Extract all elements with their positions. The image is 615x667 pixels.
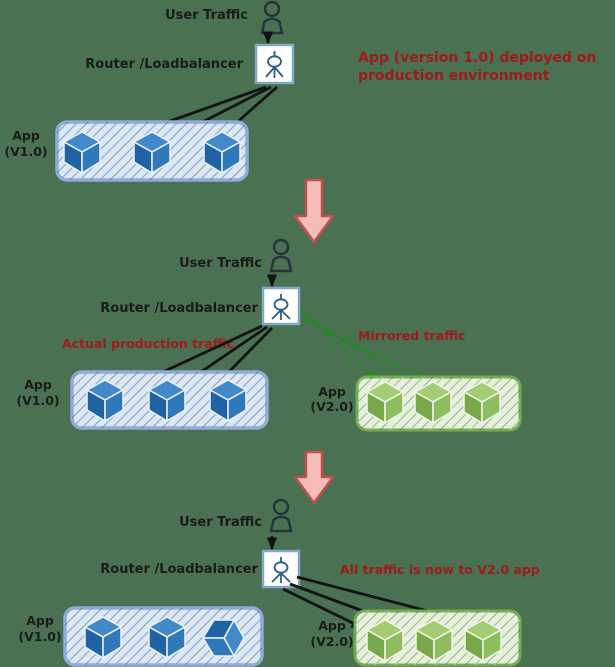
stage-3: User Traffic Router /Loadbalancer All tr… bbox=[18, 498, 540, 667]
traffic-arrow bbox=[282, 587, 365, 630]
app-v1-group bbox=[55, 120, 249, 182]
transition-arrow-icon bbox=[293, 450, 335, 505]
deployment-note-line1: App (version 1.0) deployed on bbox=[358, 50, 596, 66]
app-v1-name: App bbox=[24, 377, 52, 392]
mirrored-traffic-arrow bbox=[304, 318, 469, 400]
app-v2-name: App bbox=[318, 618, 346, 633]
app-v1-group bbox=[70, 370, 269, 430]
stage-1: User Traffic Router /Loadbalancer App (v… bbox=[4, 0, 596, 244]
loadbalancer-icon bbox=[265, 51, 284, 78]
app-v1-version: (V1.0) bbox=[18, 629, 61, 644]
deployment-note-line2: production environment bbox=[358, 68, 550, 84]
router-label: Router /Loadbalancer bbox=[85, 57, 243, 72]
all-traffic-note: All traffic is now to V2.0 app bbox=[340, 562, 540, 577]
app-v1-version: (V1.0) bbox=[4, 144, 47, 159]
app-v2-group bbox=[355, 375, 522, 432]
app-v1-version: (V1.0) bbox=[16, 393, 59, 408]
router-node bbox=[254, 43, 295, 85]
user-icon bbox=[269, 238, 293, 273]
production-traffic-note: Actual production traffic bbox=[62, 336, 234, 351]
app-v2-version: (V2.0) bbox=[310, 399, 353, 414]
user-traffic-label: User Traffic bbox=[179, 256, 262, 271]
user-icon bbox=[260, 0, 284, 35]
router-node bbox=[261, 549, 301, 589]
mirrored-traffic-arrow bbox=[302, 313, 426, 392]
loadbalancer-icon bbox=[271, 294, 291, 320]
router-node bbox=[261, 286, 301, 326]
user-icon bbox=[269, 498, 293, 533]
user-traffic-label: User Traffic bbox=[179, 515, 262, 530]
transition-arrow-icon bbox=[293, 178, 335, 244]
app-v1-group bbox=[63, 606, 264, 667]
app-v2-version: (V2.0) bbox=[310, 634, 353, 649]
router-label: Router /Loadbalancer bbox=[100, 301, 258, 316]
app-v2-group bbox=[353, 609, 522, 667]
app-v1-name: App bbox=[12, 128, 40, 143]
user-traffic-label: User Traffic bbox=[165, 8, 248, 23]
router-label: Router /Loadbalancer bbox=[100, 562, 258, 577]
loadbalancer-icon bbox=[271, 557, 291, 583]
mirrored-traffic-note: Mirrored traffic bbox=[358, 328, 466, 343]
app-v2-name: App bbox=[318, 384, 346, 399]
stage-2: User Traffic Router /Loadbalancer Actual… bbox=[16, 238, 522, 505]
app-v1-name: App bbox=[26, 613, 54, 628]
